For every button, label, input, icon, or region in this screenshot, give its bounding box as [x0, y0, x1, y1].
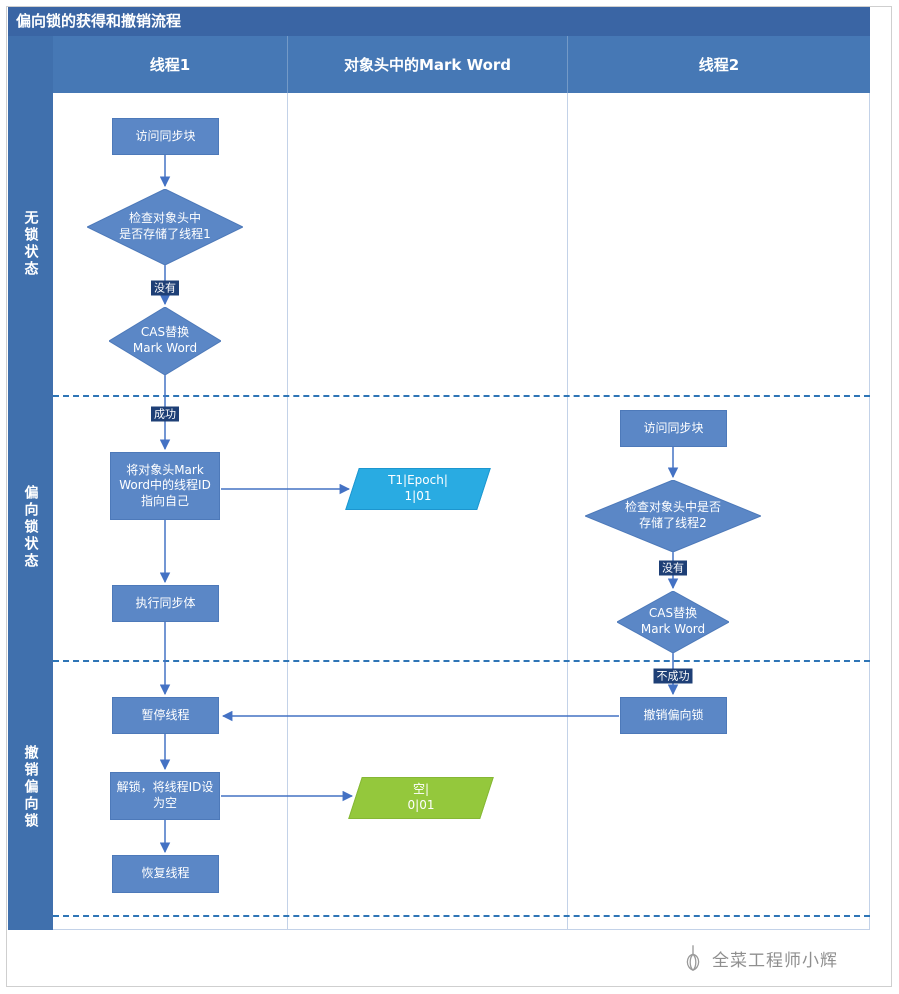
chip-thread2-fail: 不成功 — [653, 668, 693, 684]
node-thread1-resume-thread: 恢复线程 — [112, 855, 219, 893]
chip-thread1-no: 没有 — [151, 280, 179, 296]
decision-thread2-cas: CAS替换 Mark Word — [617, 591, 729, 653]
decision-thread1-check-header: 检查对象头中 是否存储了线程1 — [87, 189, 243, 265]
diamond-shape — [617, 591, 729, 653]
outer-frame — [6, 6, 892, 987]
column-header-band: 线程1 对象头中的Mark Word 线程2 — [53, 36, 870, 93]
decision-label: 检查对象头中 是否存储了线程1 — [119, 211, 211, 241]
markword-biased-parallelogram: T1|Epoch| 1|01 — [345, 468, 491, 510]
lane-label-lockfree: 无锁状态 — [22, 210, 39, 278]
node-thread2-access-sync: 访问同步块 — [620, 410, 727, 447]
page-title: 偏向锁的获得和撤销流程 — [8, 7, 870, 36]
watermark: 全菜工程师小辉 — [678, 940, 874, 976]
markword-empty-value: 空| 0|01 — [407, 782, 435, 812]
markword-biased-value: T1|Epoch| 1|01 — [388, 473, 448, 503]
column-header-thread2: 线程2 — [567, 36, 870, 93]
node-thread1-exec-sync-body: 执行同步体 — [112, 585, 219, 622]
decision-label: CAS替换 Mark Word — [640, 606, 706, 636]
column-divider-2 — [567, 93, 568, 930]
chip-thread1-success: 成功 — [151, 406, 179, 422]
chip-thread2-no: 没有 — [659, 560, 687, 576]
lane-divider-2 — [53, 660, 870, 662]
node-thread2-revoke-biased-lock: 撤销偏向锁 — [620, 697, 727, 734]
decision-label: CAS替换 Mark Word — [132, 325, 198, 355]
watermark-text: 全菜工程师小辉 — [712, 950, 838, 971]
node-thread1-unlock: 解锁，将线程ID设 为空 — [110, 772, 220, 820]
lane-divider-1 — [53, 395, 870, 397]
node-thread1-pause-thread: 暂停线程 — [112, 697, 219, 734]
lane-label-biased: 偏向锁状态 — [22, 485, 39, 570]
diamond-shape — [87, 189, 243, 265]
lane-bar — [8, 36, 53, 930]
markword-empty-parallelogram: 空| 0|01 — [348, 777, 494, 819]
lane-label-revoke: 撤销偏向锁 — [22, 745, 39, 830]
node-thread1-set-thread-id: 将对象头Mark Word中的线程ID 指向自己 — [110, 452, 220, 520]
decision-label: 检查对象头中是否 存储了线程2 — [624, 500, 721, 530]
diamond-shape — [585, 480, 761, 552]
lane-divider-3 — [53, 915, 870, 917]
node-thread1-access-sync: 访问同步块 — [112, 118, 219, 155]
whisk-logo-icon — [686, 945, 700, 971]
column-header-thread1: 线程1 — [149, 56, 191, 74]
decision-thread2-check-header: 检查对象头中是否 存储了线程2 — [585, 480, 761, 552]
diamond-shape — [109, 307, 221, 375]
column-header-markword: 对象头中的Mark Word — [287, 36, 567, 93]
column-divider-1 — [287, 93, 288, 930]
decision-thread1-cas: CAS替换 Mark Word — [109, 307, 221, 375]
